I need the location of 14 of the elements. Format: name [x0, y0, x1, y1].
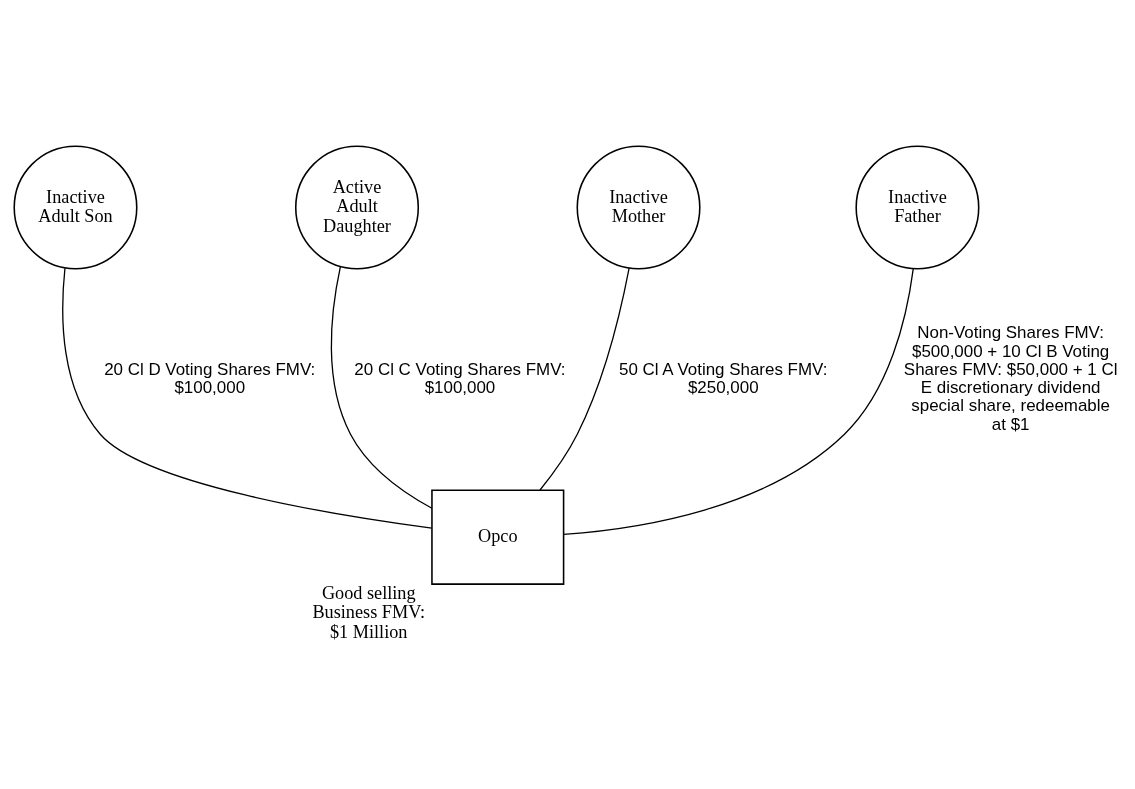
node-circle: Inactive Father	[855, 145, 980, 270]
connector	[62, 267, 433, 529]
node-circle: Active Adult Daughter	[294, 145, 420, 270]
connector	[539, 267, 630, 491]
edge-label: 50 Cl A Voting Shares FMV: $250,000	[619, 359, 828, 398]
edge-label: 20 Cl D Voting Shares FMV: $100,000	[104, 359, 316, 398]
edge-label: Non-Voting Shares FMV: $500,000 + 10 Cl B Voting Shares FMV: $50,000 + 1 Cl E discretionary dividend special share, redeemable at $1	[903, 323, 1118, 434]
edge-label: 20 Cl C Voting Shares FMV: $100,000	[354, 359, 566, 398]
node-box: Opco	[431, 489, 565, 585]
node-circle: Inactive Adult Son	[13, 145, 138, 270]
node-circle: Inactive Mother	[576, 145, 701, 270]
node-label: Good selling Business FMV: $1 Million	[312, 582, 426, 642]
connector	[563, 267, 914, 535]
connector	[330, 265, 433, 509]
